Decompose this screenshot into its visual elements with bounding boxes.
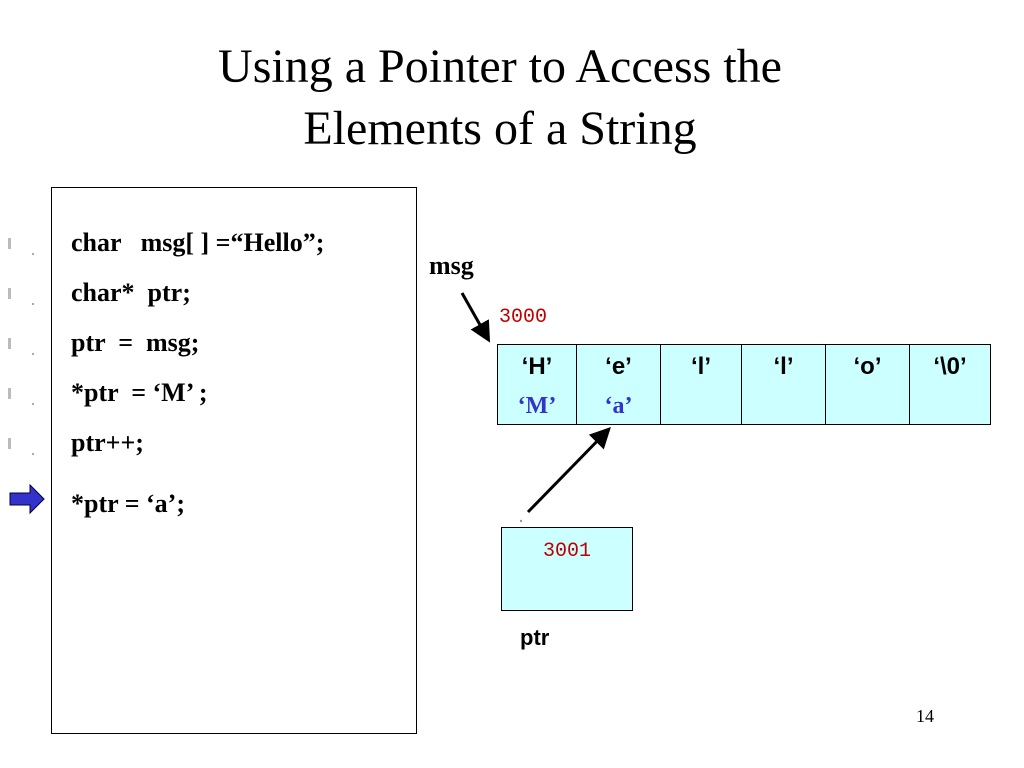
slide-title-line-1: Using a Pointer to Access the — [218, 40, 782, 93]
array-cell-3-value: ‘l’ — [773, 353, 794, 380]
ptr-label: ptr — [520, 625, 550, 650]
array-cell-2-value: ‘l’ — [690, 353, 711, 380]
code-line-5: ptr++; — [71, 428, 144, 457]
slide-title: Using a Pointer to Access the Elements o… — [0, 36, 1000, 160]
char-array: ‘H’ ‘M’ ‘e’ ‘a’ ‘l’ ‘l’ ‘o’ ‘\0’ — [497, 344, 991, 425]
code-line-1: char msg[ ] =“Hello”; — [71, 228, 325, 257]
ptr-box-corner-dot — [519, 519, 523, 523]
array-cell-5-value: ‘\0’ — [933, 353, 967, 380]
page-number: 14 — [916, 706, 934, 726]
msg-address: 3000 — [499, 306, 548, 329]
line-marker-dot-3 — [32, 353, 34, 355]
array-cell-0-new-value: ‘M’ — [517, 393, 557, 419]
slide-title-line-2: Elements of a String — [303, 102, 697, 155]
array-cell-0-value: ‘H’ — [521, 353, 553, 380]
code-line-4: *ptr = ‘M’ ; — [71, 378, 208, 407]
array-cell-5: ‘\0’ — [910, 345, 990, 424]
array-cell-1-value: ‘e’ — [605, 353, 632, 380]
line-marker-dot-4 — [32, 403, 34, 405]
array-cell-2: ‘l’ — [661, 345, 742, 424]
array-cell-4-value: ‘o’ — [853, 353, 882, 380]
ptr-arrow — [526, 426, 611, 514]
ptr-value: 3001 — [542, 540, 591, 563]
array-cell-0: ‘H’ ‘M’ — [498, 345, 577, 424]
code-line-3: ptr = msg; — [71, 328, 200, 357]
line-marker-2 — [8, 288, 11, 299]
line-marker-4 — [8, 388, 11, 399]
array-cell-3: ‘l’ — [742, 345, 826, 424]
code-panel — [51, 187, 417, 734]
line-marker-3 — [8, 338, 11, 349]
line-marker-dot-5 — [32, 453, 34, 455]
msg-label: msg — [429, 251, 474, 280]
line-marker-1 — [8, 238, 11, 249]
msg-arrow — [460, 292, 491, 343]
ptr-variable-box: 3001 — [501, 527, 633, 611]
line-marker-dot-2 — [32, 303, 34, 305]
line-marker-dot-1 — [32, 253, 34, 255]
array-cell-1: ‘e’ ‘a’ — [577, 345, 661, 424]
array-cell-1-new-value: ‘a’ — [604, 393, 633, 419]
line-marker-5 — [8, 438, 11, 449]
code-line-2: char* ptr; — [71, 278, 191, 307]
current-line-arrow-icon — [9, 483, 45, 515]
array-cell-4: ‘o’ — [826, 345, 910, 424]
code-line-6: *ptr = ‘a’; — [71, 489, 185, 518]
